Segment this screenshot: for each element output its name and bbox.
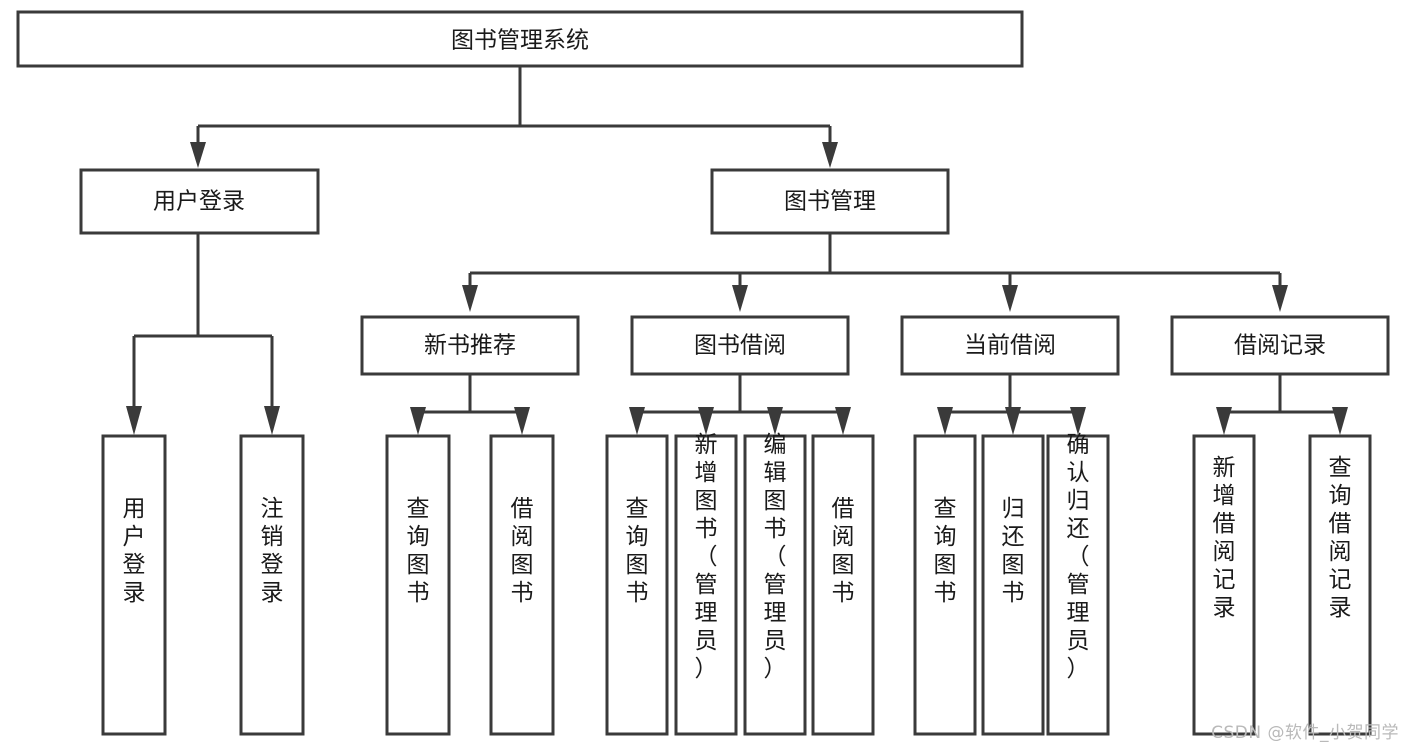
node-book-borrow-box[interactable]: [630, 315, 850, 376]
leaf-borrow-record-2-box[interactable]: [1308, 434, 1372, 736]
node-book-management[interactable]: 图书管理: [710, 168, 950, 235]
leaf-book-borrow-2-label: 新增图书（管理员）: [695, 432, 718, 682]
arrow-l2b-to-l3b: [732, 285, 748, 312]
leaf-book-borrow-1-label: 查询图书: [626, 496, 649, 606]
arrow-l3b-leaf2: [698, 407, 714, 435]
node-book-borrow[interactable]: 图书借阅: [630, 315, 850, 376]
node-root[interactable]: 图书管理系统: [16, 10, 1024, 68]
arrow-l2b-to-l3d: [1272, 285, 1288, 312]
node-book-management-box[interactable]: [710, 168, 950, 235]
leaf-current-borrow-1-box[interactable]: [913, 434, 977, 736]
node-user-login-box[interactable]: [79, 168, 320, 235]
leaf-book-borrow-2[interactable]: 新增图书（管理员）: [674, 432, 738, 736]
leaf-book-borrow-4[interactable]: 借阅图书: [811, 434, 875, 736]
leaf-current-borrow-1[interactable]: 查询图书: [913, 434, 977, 736]
leaf-book-borrow-4-label: 借阅图书: [832, 496, 855, 606]
arrow-l2a-leaf1: [126, 406, 142, 435]
leaf-user-login-1[interactable]: 用户登录: [101, 434, 167, 736]
leaf-book-borrow-1[interactable]: 查询图书: [605, 434, 669, 736]
node-book-management-label: 图书管理: [784, 189, 876, 215]
node-root-box[interactable]: [16, 10, 1024, 68]
arrow-l3b-leaf4: [835, 407, 851, 435]
node-user-login[interactable]: 用户登录: [79, 168, 320, 235]
arrow-l3c-leaf3: [1070, 407, 1086, 435]
leaf-book-borrow-2-box[interactable]: [674, 434, 738, 736]
leaf-book-borrow-1-box[interactable]: [605, 434, 669, 736]
leaf-current-borrow-3-box[interactable]: [1046, 434, 1110, 736]
node-root-label: 图书管理系统: [451, 28, 589, 54]
leaf-user-login-2[interactable]: 注销登录: [239, 434, 305, 736]
leaf-current-borrow-2-label: 归还图书: [1002, 496, 1025, 606]
node-current-borrow[interactable]: 当前借阅: [900, 315, 1120, 376]
leaf-new-book-2[interactable]: 借阅图书: [489, 434, 555, 736]
leaf-current-borrow-3[interactable]: 确认归还（管理员）: [1046, 432, 1110, 736]
arrow-l3b-leaf3: [767, 407, 783, 435]
arrow-l3d-leaf1: [1216, 407, 1232, 435]
arrow-l2b-to-l3c: [1002, 285, 1018, 312]
arrow-l3d-leaf2: [1332, 407, 1348, 435]
arrow-l2b-to-l3a: [462, 285, 478, 312]
leaf-book-borrow-4-box[interactable]: [811, 434, 875, 736]
leaf-user-login-2-label: 注销登录: [261, 496, 284, 606]
node-current-borrow-label: 当前借阅: [964, 333, 1056, 359]
arrow-l3c-leaf1: [937, 407, 953, 435]
leaf-new-book-1-label: 查询图书: [407, 496, 430, 606]
node-new-book-recommend-label: 新书推荐: [424, 333, 516, 359]
arrow-l3c-leaf2: [1005, 407, 1021, 435]
leaf-user-login-1-label: 用户登录: [123, 496, 146, 606]
node-book-borrow-label: 图书借阅: [694, 333, 786, 359]
leaf-user-login-1-box[interactable]: [101, 434, 167, 736]
leaf-book-borrow-3[interactable]: 编辑图书（管理员）: [743, 432, 807, 736]
leaf-current-borrow-3-label: 确认归还（管理员）: [1067, 432, 1090, 682]
node-borrow-record-label: 借阅记录: [1234, 333, 1326, 359]
leaf-borrow-record-1[interactable]: 新增借阅记录: [1192, 434, 1256, 736]
node-current-borrow-box[interactable]: [900, 315, 1120, 376]
leaf-book-borrow-3-label: 编辑图书（管理员）: [764, 432, 787, 682]
leaf-borrow-record-2-label: 查询借阅记录: [1329, 455, 1352, 621]
csdn-watermark: CSDN @软件_小贺同学: [1211, 723, 1399, 743]
leaf-new-book-1-box[interactable]: [385, 434, 451, 736]
leaf-user-login-2-box[interactable]: [239, 434, 305, 736]
arrow-l3b-leaf1: [629, 407, 645, 435]
leaf-current-borrow-2[interactable]: 归还图书: [981, 434, 1045, 736]
arrow-root-to-l2a: [190, 142, 206, 168]
leaf-book-borrow-3-box[interactable]: [743, 434, 807, 736]
leaf-current-borrow-1-label: 查询图书: [934, 496, 957, 606]
leaf-borrow-record-1-label: 新增借阅记录: [1213, 455, 1236, 621]
arrow-l2a-leaf2: [264, 406, 280, 435]
leaf-new-book-2-label: 借阅图书: [511, 496, 534, 606]
connector-group: [126, 66, 1348, 435]
node-new-book-recommend-box[interactable]: [360, 315, 580, 376]
node-borrow-record-box[interactable]: [1170, 315, 1390, 376]
arrow-l3a-leaf1: [410, 407, 426, 435]
leaf-new-book-1[interactable]: 查询图书: [385, 434, 451, 736]
node-user-login-label: 用户登录: [153, 189, 245, 215]
node-borrow-record[interactable]: 借阅记录: [1170, 315, 1390, 376]
leaf-borrow-record-1-box[interactable]: [1192, 434, 1256, 736]
leaf-current-borrow-2-box[interactable]: [981, 434, 1045, 736]
arrow-l3a-leaf2: [514, 407, 530, 435]
node-new-book-recommend[interactable]: 新书推荐: [360, 315, 580, 376]
arrow-root-to-l2b: [822, 142, 838, 168]
leaf-borrow-record-2[interactable]: 查询借阅记录: [1308, 434, 1372, 736]
leaf-new-book-2-box[interactable]: [489, 434, 555, 736]
